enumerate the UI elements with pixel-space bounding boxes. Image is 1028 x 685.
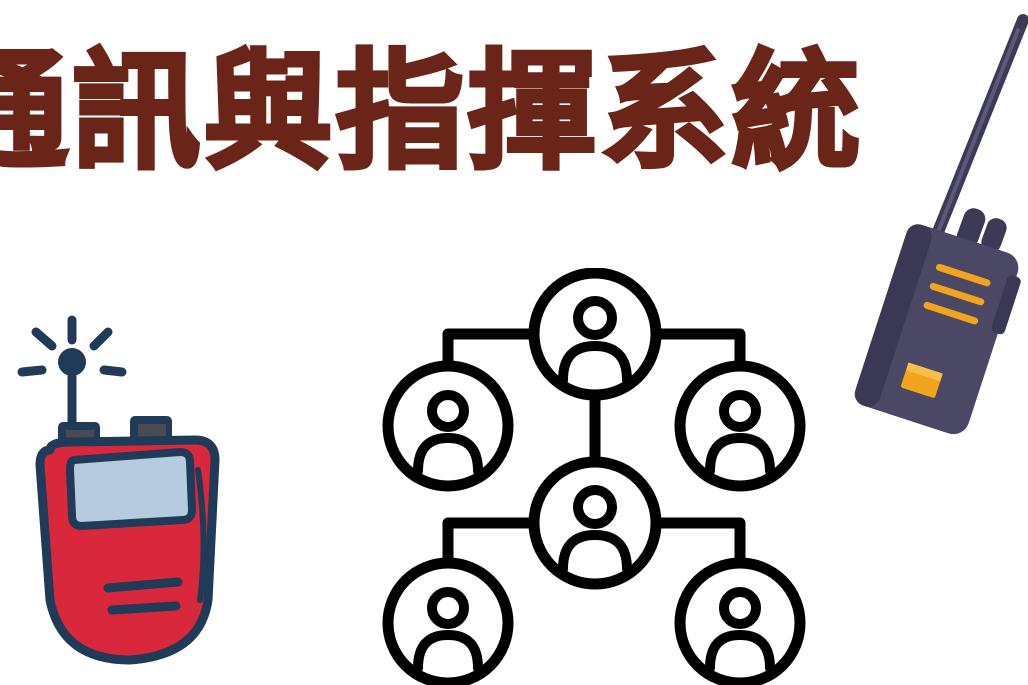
- organization-chart-icon: [382, 268, 806, 685]
- page-title: 通訊與指揮系統: [0, 36, 865, 189]
- emergency-radio-icon: [17, 315, 220, 665]
- walkie-talkie-icon: [854, 14, 1028, 435]
